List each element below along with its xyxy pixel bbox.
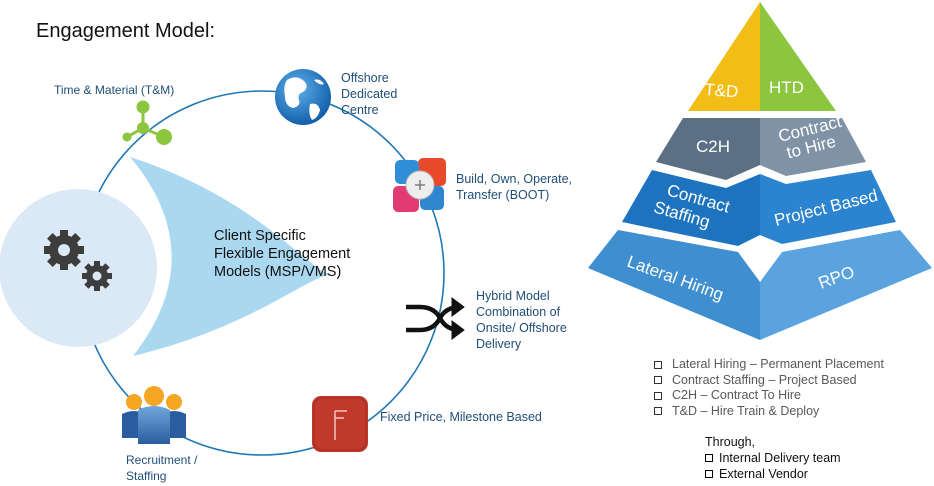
pyramid-top-left xyxy=(688,2,760,111)
legend-item-text: T&D – Hire Train & Deploy xyxy=(672,403,820,418)
page-title: Engagement Model: xyxy=(36,20,216,42)
pyramid-tier4-left xyxy=(588,230,760,340)
hiring-legend: Lateral Hiring – Permanent Placement Con… xyxy=(654,357,884,419)
hiring-pyramid: T&D HTD C2H Contract to Hire Contract St… xyxy=(588,2,932,340)
shuffle-icon xyxy=(406,297,465,340)
recruitment-label-line: Staffing xyxy=(126,469,167,483)
checkbox-icon xyxy=(654,391,662,400)
center-line: Client Specific xyxy=(214,228,306,244)
odc-label-line: Offshore xyxy=(341,71,389,85)
checkbox-icon xyxy=(705,454,713,462)
flag-card-icon xyxy=(312,396,368,452)
network-nodes-icon xyxy=(122,100,172,145)
hub-circle xyxy=(0,189,157,347)
boot-label-line: Transfer (BOOT) xyxy=(456,188,550,202)
pyramid-tier4-right xyxy=(760,230,932,340)
legend-item-text: Contract Staffing – Project Based xyxy=(672,372,857,387)
people-group-icon xyxy=(122,386,186,444)
recruitment-label: Recruitment / Staffing xyxy=(126,452,197,484)
pyramid-label: C2H xyxy=(696,137,730,156)
checkbox-icon xyxy=(654,376,662,385)
boot-label: Build, Own, Operate, Transfer (BOOT) xyxy=(456,171,572,203)
checkbox-icon xyxy=(654,407,662,416)
checkbox-icon xyxy=(705,470,713,478)
fixed-price-label-line: Fixed Price, Milestone Based xyxy=(380,410,542,424)
tm-label-line: Time & Material (T&M) xyxy=(54,83,175,97)
delivery-item-text: External Vendor xyxy=(719,467,808,481)
delivery-channels: Through, Internal Delivery team External… xyxy=(705,434,841,482)
fixed-price-label: Fixed Price, Milestone Based xyxy=(380,409,542,425)
gears-icon xyxy=(35,221,119,298)
pyramid-tier2-left xyxy=(656,118,760,180)
pyramid-label: HTD xyxy=(769,78,804,97)
hybrid-label-line: Combination of xyxy=(476,305,561,319)
tm-label: Time & Material (T&M) xyxy=(54,82,174,98)
legend-item: C2H – Contract To Hire xyxy=(654,388,884,404)
checkbox-icon xyxy=(654,360,662,369)
hybrid-label-line: Hybrid Model xyxy=(476,289,550,303)
crescent-shape xyxy=(130,157,330,356)
pyramid-tier2-right xyxy=(760,118,866,176)
boot-label-line: Build, Own, Operate, xyxy=(456,172,573,186)
odc-label: Offshore Dedicated Centre xyxy=(341,70,397,118)
hybrid-label-line: Delivery xyxy=(476,337,522,351)
hybrid-label: Hybrid Model Combination of Onsite/ Offs… xyxy=(476,288,567,352)
hybrid-label-line: Onsite/ Offshore xyxy=(476,321,567,335)
legend-item: T&D – Hire Train & Deploy xyxy=(654,404,884,420)
recruitment-label-line: Recruitment / xyxy=(126,453,198,467)
legend-item: Contract Staffing – Project Based xyxy=(654,373,884,389)
puzzle-blocks-icon xyxy=(393,158,446,212)
pyramid-label: T&D xyxy=(704,80,739,101)
legend-item-text: Lateral Hiring – Permanent Placement xyxy=(672,357,884,371)
legend-item-text: C2H – Contract To Hire xyxy=(672,388,801,402)
odc-label-line: Dedicated xyxy=(341,87,398,101)
delivery-heading: Through, xyxy=(705,435,756,449)
odc-label-line: Centre xyxy=(341,103,379,117)
pyramid-top-right xyxy=(760,2,836,111)
center-description: Client Specific Flexible Engagement Mode… xyxy=(214,227,350,281)
engagement-model-diagram xyxy=(0,69,465,456)
delivery-item-text: Internal Delivery team xyxy=(719,451,841,465)
pyramid-tier3-right xyxy=(760,170,896,244)
center-line: Flexible Engagement xyxy=(214,246,351,262)
delivery-item: External Vendor xyxy=(705,466,841,482)
center-line: Models (MSP/VMS) xyxy=(214,264,342,280)
globe-icon xyxy=(275,69,331,125)
legend-item: Lateral Hiring – Permanent Placement xyxy=(654,357,884,373)
pyramid-tier3-left xyxy=(622,170,760,246)
delivery-item: Internal Delivery team xyxy=(705,450,841,466)
